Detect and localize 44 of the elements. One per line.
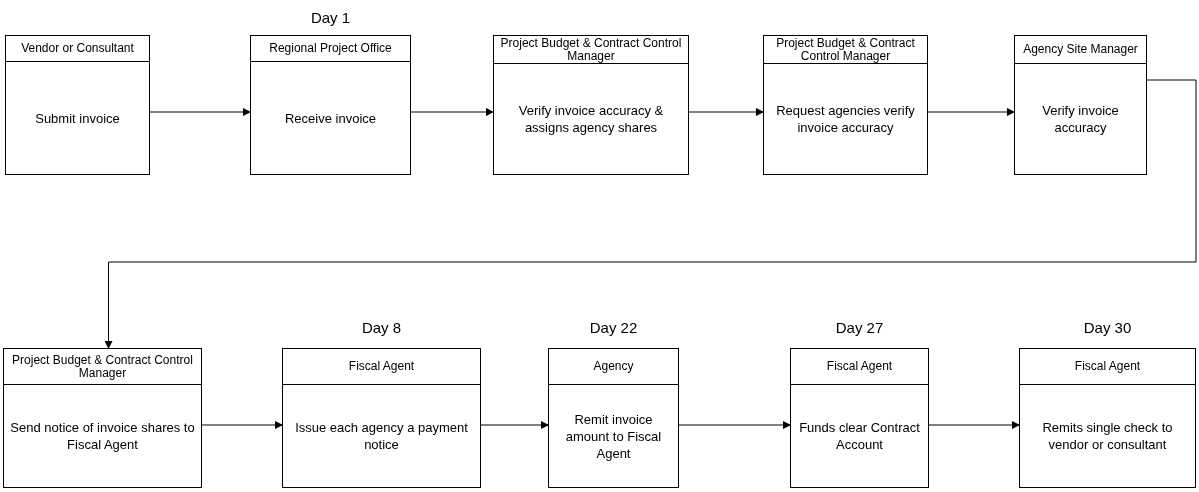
arrow — [688, 108, 764, 116]
day-label: Day 1 — [309, 8, 352, 28]
process-box — [250, 35, 411, 175]
step-text: Remit invoice amount to Fiscal Agent — [564, 410, 663, 462]
step-text: Funds clear Contract Account — [798, 419, 921, 453]
process-box — [790, 348, 929, 488]
step-text: Verify invoice accuracy — [1041, 102, 1120, 136]
step-text: Verify invoice accuracy & assigns agency shares — [517, 102, 665, 136]
process-box — [493, 35, 689, 175]
arrow — [201, 421, 283, 429]
arrow — [480, 421, 549, 429]
step-text: Issue each agency a payment notice — [294, 419, 469, 453]
step-text: Send notice of invoice shares to Fiscal Agent — [9, 419, 196, 453]
step-text: Request agencies verify invoice accuracy — [775, 102, 916, 136]
role-heading: Agency — [593, 360, 634, 373]
arrow — [149, 108, 251, 116]
role-heading: Project Budget & Contract Control Manager — [499, 36, 683, 63]
process-box — [1014, 35, 1147, 175]
arrow — [678, 421, 791, 429]
process-box — [763, 35, 928, 175]
process-box — [5, 35, 150, 175]
step-text: Remits single check to vendor or consultant — [1041, 419, 1174, 453]
process-box — [1019, 348, 1196, 488]
day-label: Day 27 — [834, 318, 885, 338]
role-heading: Project Budget & Contract Control Manager — [775, 36, 916, 63]
arrow — [104, 79, 1197, 349]
arrow — [410, 108, 494, 116]
step-text: Submit invoice — [35, 109, 120, 127]
arrow — [928, 421, 1020, 429]
step-text: Receive invoice — [284, 109, 376, 127]
role-heading: Agency Site Manager — [1023, 43, 1138, 56]
role-heading: Fiscal Agent — [1074, 360, 1141, 373]
process-box — [548, 348, 679, 488]
role-heading: Fiscal Agent — [826, 360, 893, 373]
process-box — [3, 348, 202, 488]
role-heading: Vendor or Consultant — [21, 42, 134, 55]
process-box — [282, 348, 481, 488]
arrow — [927, 108, 1015, 116]
role-heading: Fiscal Agent — [348, 360, 415, 373]
day-label: Day 8 — [360, 318, 403, 338]
day-label: Day 30 — [1082, 318, 1133, 338]
role-heading: Project Budget & Contract Control Manager — [11, 353, 194, 380]
day-label: Day 22 — [588, 318, 639, 338]
role-heading: Regional Project Office — [269, 42, 392, 55]
